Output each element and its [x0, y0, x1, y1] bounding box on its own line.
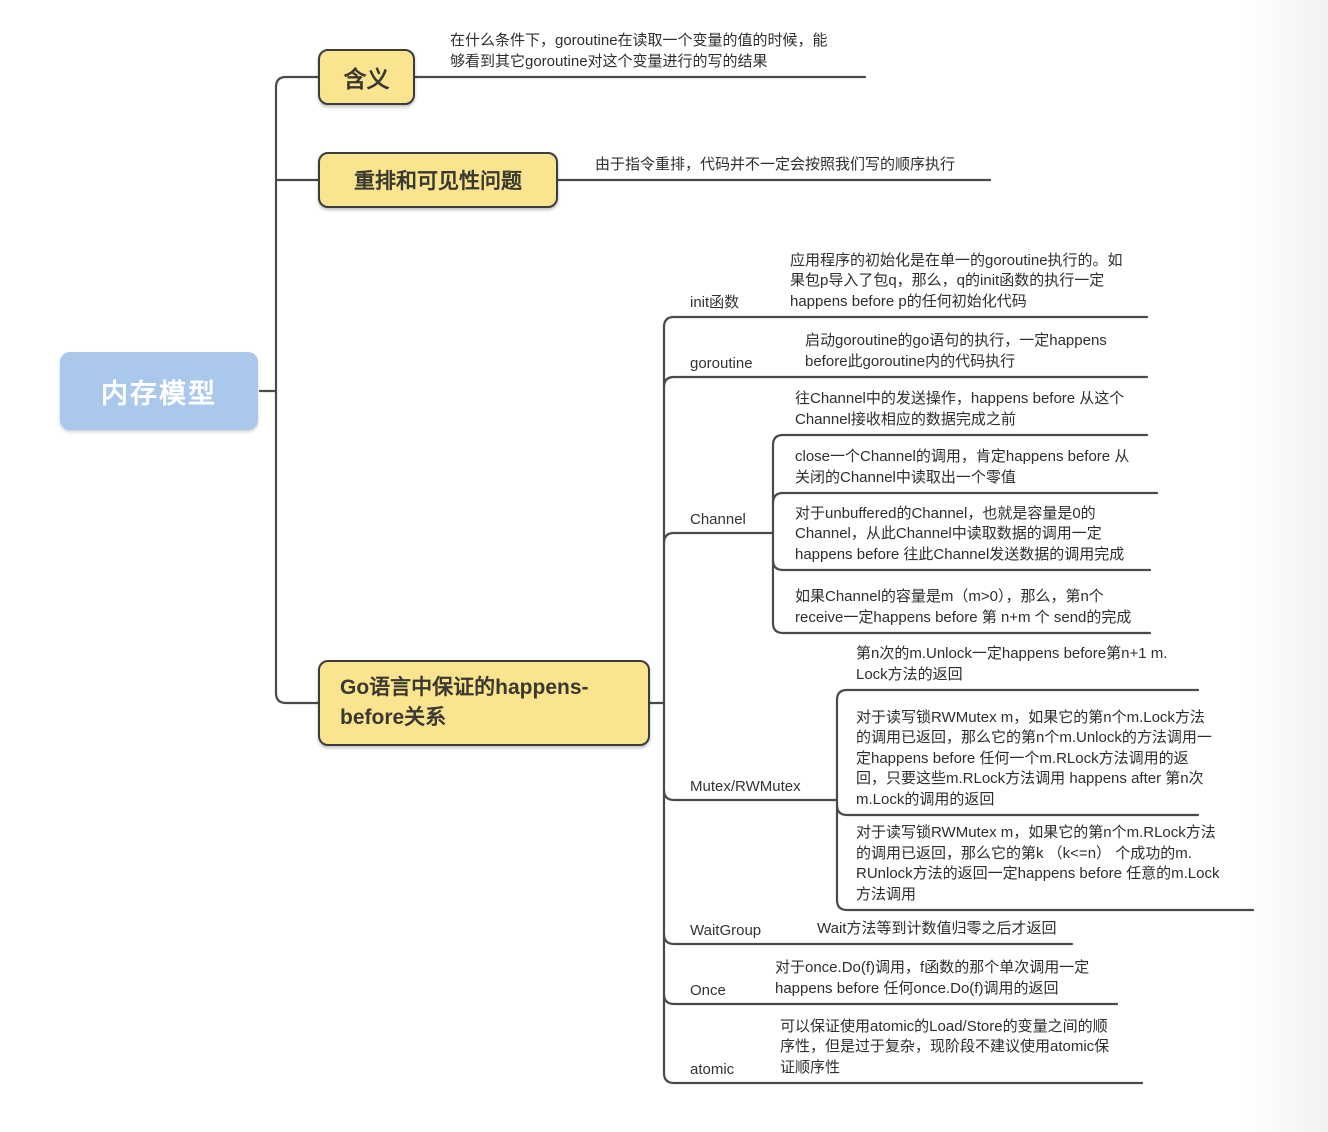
- root-node-memory-model[interactable]: 内存模型: [60, 352, 258, 430]
- note-channel-capacity[interactable]: 如果Channel的容量是m（m>0），那么，第n个 receive一定happ…: [795, 588, 1132, 626]
- connector-path: [274, 75, 322, 705]
- note-waitgroup[interactable]: Wait方法等到计数值归零之后才返回: [817, 919, 1057, 937]
- label-once[interactable]: Once: [690, 982, 726, 999]
- note-rwmutex-lock[interactable]: 对于读写锁RWMutex m，如果它的第n个m.Lock方法 的调用已返回，那么…: [856, 708, 1212, 808]
- note-mutex-unlock[interactable]: 第n次的m.Unlock一定happens before第n+1 m. Lock…: [856, 645, 1168, 683]
- note-goroutine[interactable]: 启动goroutine的go语句的执行，一定happens before此gor…: [805, 332, 1107, 370]
- topic-meaning[interactable]: 含义: [318, 49, 415, 105]
- page-edge-shade: [1244, 0, 1328, 1132]
- note-meaning[interactable]: 在什么条件下，goroutine在读取一个变量的值的时候，能 够看到其它goro…: [450, 32, 828, 70]
- label-mutex-rwmutex[interactable]: Mutex/RWMutex: [690, 778, 801, 795]
- note-channel-unbuffered[interactable]: 对于unbuffered的Channel，也就是容量是0的 Channel，从此…: [795, 504, 1125, 563]
- note-channel-close[interactable]: close一个Channel的调用，肯定happens before 从 关闭的…: [795, 448, 1130, 486]
- note-rwmutex-rlock[interactable]: 对于读写锁RWMutex m，如果它的第n个m.RLock方法 的调用已返回，那…: [856, 824, 1220, 903]
- label-init-func[interactable]: init函数: [690, 294, 740, 311]
- connector-path: [662, 375, 1149, 389]
- note-reordering[interactable]: 由于指令重排，代码并不一定会按照我们写的顺序执行: [595, 155, 956, 173]
- note-channel-send[interactable]: 往Channel中的发送操作，happens before 从这个 Channe…: [795, 390, 1125, 428]
- topic-happens-before[interactable]: Go语言中保证的happens- before关系: [318, 660, 650, 746]
- note-atomic[interactable]: 可以保证使用atomic的Load/Store的变量之间的顺 序性，但是过于复杂…: [780, 1017, 1110, 1076]
- label-channel[interactable]: Channel: [690, 511, 746, 528]
- connector-path: [771, 491, 1159, 505]
- connector-path: [662, 531, 775, 545]
- label-waitgroup[interactable]: WaitGroup: [690, 922, 762, 939]
- topic-reordering-visibility[interactable]: 重排和可见性问题: [318, 152, 558, 208]
- note-once[interactable]: 对于once.Do(f)调用，f函数的那个单次调用一定 happens befo…: [775, 959, 1090, 997]
- label-atomic[interactable]: atomic: [690, 1061, 735, 1078]
- note-init-func[interactable]: 应用程序的初始化是在单一的goroutine执行的。如 果包p导入了包q，那么，…: [790, 251, 1123, 310]
- label-goroutine[interactable]: goroutine: [690, 355, 753, 372]
